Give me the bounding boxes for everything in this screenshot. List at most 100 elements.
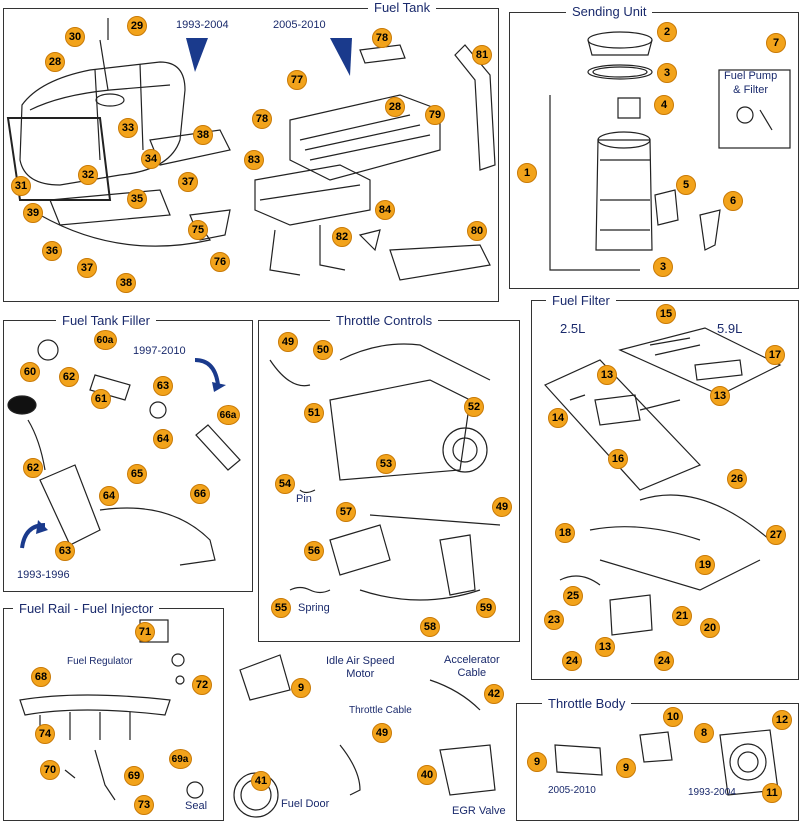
part-callout-70[interactable]: 70 (40, 760, 60, 780)
part-callout-63[interactable]: 63 (55, 541, 75, 561)
part-callout-49[interactable]: 49 (492, 497, 512, 517)
part-callout-9[interactable]: 9 (616, 758, 636, 778)
part-callout-74[interactable]: 74 (35, 724, 55, 744)
part-callout-52[interactable]: 52 (464, 397, 484, 417)
part-callout-61[interactable]: 61 (91, 389, 111, 409)
fuel-rail-title: Fuel Rail - Fuel Injector (13, 601, 160, 616)
part-callout-72[interactable]: 72 (192, 675, 212, 695)
part-callout-36[interactable]: 36 (42, 241, 62, 261)
part-callout-76[interactable]: 76 (210, 252, 230, 272)
part-callout-21[interactable]: 21 (672, 606, 692, 626)
part-callout-58[interactable]: 58 (420, 617, 440, 637)
part-callout-64[interactable]: 64 (153, 429, 173, 449)
part-callout-24[interactable]: 24 (562, 651, 582, 671)
part-callout-26[interactable]: 26 (727, 469, 747, 489)
fuel-tank-filler-title: Fuel Tank Filler (56, 313, 156, 328)
part-callout-18[interactable]: 18 (555, 523, 575, 543)
part-callout-38[interactable]: 38 (193, 125, 213, 145)
throttle-controls-illustration (269, 343, 501, 601)
part-callout-29[interactable]: 29 (127, 16, 147, 36)
part-callout-12[interactable]: 12 (772, 710, 792, 730)
seal-label: Seal (185, 800, 208, 812)
part-callout-37[interactable]: 37 (178, 172, 198, 192)
engine-2-5l-label: 2.5L (560, 321, 586, 336)
part-callout-81[interactable]: 81 (472, 45, 492, 65)
part-callout-49[interactable]: 49 (372, 723, 392, 743)
part-callout-25[interactable]: 25 (563, 586, 583, 606)
part-callout-28[interactable]: 28 (45, 52, 65, 72)
part-callout-55[interactable]: 55 (271, 598, 291, 618)
part-callout-77[interactable]: 77 (287, 70, 307, 90)
part-callout-41[interactable]: 41 (251, 771, 271, 791)
part-callout-17[interactable]: 17 (765, 345, 785, 365)
part-callout-19[interactable]: 19 (695, 555, 715, 575)
part-callout-30[interactable]: 30 (65, 27, 85, 47)
part-callout-82[interactable]: 82 (332, 227, 352, 247)
part-callout-78[interactable]: 78 (372, 28, 392, 48)
part-callout-38[interactable]: 38 (116, 273, 136, 293)
part-callout-24[interactable]: 24 (654, 651, 674, 671)
part-callout-28[interactable]: 28 (385, 97, 405, 117)
part-callout-20[interactable]: 20 (700, 618, 720, 638)
part-callout-60a[interactable]: 60a (93, 330, 117, 350)
part-callout-75[interactable]: 75 (188, 220, 208, 240)
part-callout-23[interactable]: 23 (544, 610, 564, 630)
part-callout-14[interactable]: 14 (548, 408, 568, 428)
part-callout-56[interactable]: 56 (304, 541, 324, 561)
part-callout-9[interactable]: 9 (291, 678, 311, 698)
part-callout-62[interactable]: 62 (23, 458, 43, 478)
part-callout-60[interactable]: 60 (20, 362, 40, 382)
part-callout-66a[interactable]: 66a (216, 405, 240, 425)
part-callout-80[interactable]: 80 (467, 221, 487, 241)
part-callout-13[interactable]: 13 (595, 637, 615, 657)
part-callout-6[interactable]: 6 (723, 191, 743, 211)
part-callout-13[interactable]: 13 (710, 386, 730, 406)
part-callout-31[interactable]: 31 (11, 176, 31, 196)
part-callout-1[interactable]: 1 (517, 163, 537, 183)
part-callout-4[interactable]: 4 (654, 95, 674, 115)
part-callout-59[interactable]: 59 (476, 598, 496, 618)
part-callout-39[interactable]: 39 (23, 203, 43, 223)
part-callout-33[interactable]: 33 (118, 118, 138, 138)
part-callout-57[interactable]: 57 (336, 502, 356, 522)
part-callout-64[interactable]: 64 (99, 486, 119, 506)
part-callout-13[interactable]: 13 (597, 365, 617, 385)
part-callout-53[interactable]: 53 (376, 454, 396, 474)
part-callout-40[interactable]: 40 (417, 765, 437, 785)
part-callout-65[interactable]: 65 (127, 464, 147, 484)
part-callout-35[interactable]: 35 (127, 189, 147, 209)
part-callout-79[interactable]: 79 (425, 105, 445, 125)
part-callout-34[interactable]: 34 (141, 149, 161, 169)
arrow-icon (36, 520, 48, 534)
part-callout-54[interactable]: 54 (275, 474, 295, 494)
part-callout-3[interactable]: 3 (653, 257, 673, 277)
part-callout-32[interactable]: 32 (78, 165, 98, 185)
part-callout-11[interactable]: 11 (762, 783, 782, 803)
part-callout-7[interactable]: 7 (766, 33, 786, 53)
part-callout-50[interactable]: 50 (313, 340, 333, 360)
part-callout-66[interactable]: 66 (190, 484, 210, 504)
part-callout-10[interactable]: 10 (663, 707, 683, 727)
part-callout-2[interactable]: 2 (657, 22, 677, 42)
part-callout-83[interactable]: 83 (244, 150, 264, 170)
part-callout-51[interactable]: 51 (304, 403, 324, 423)
part-callout-49[interactable]: 49 (278, 332, 298, 352)
part-callout-63[interactable]: 63 (153, 376, 173, 396)
part-callout-69[interactable]: 69 (124, 766, 144, 786)
part-callout-71[interactable]: 71 (135, 622, 155, 642)
part-callout-69a[interactable]: 69a (168, 749, 192, 769)
part-callout-68[interactable]: 68 (31, 667, 51, 687)
part-callout-9[interactable]: 9 (527, 752, 547, 772)
part-callout-3[interactable]: 3 (657, 63, 677, 83)
part-callout-16[interactable]: 16 (608, 449, 628, 469)
part-callout-15[interactable]: 15 (656, 304, 676, 324)
part-callout-42[interactable]: 42 (484, 684, 504, 704)
part-callout-37[interactable]: 37 (77, 258, 97, 278)
part-callout-8[interactable]: 8 (694, 723, 714, 743)
part-callout-62[interactable]: 62 (59, 367, 79, 387)
part-callout-78[interactable]: 78 (252, 109, 272, 129)
part-callout-27[interactable]: 27 (766, 525, 786, 545)
part-callout-84[interactable]: 84 (375, 200, 395, 220)
part-callout-5[interactable]: 5 (676, 175, 696, 195)
part-callout-73[interactable]: 73 (134, 795, 154, 815)
